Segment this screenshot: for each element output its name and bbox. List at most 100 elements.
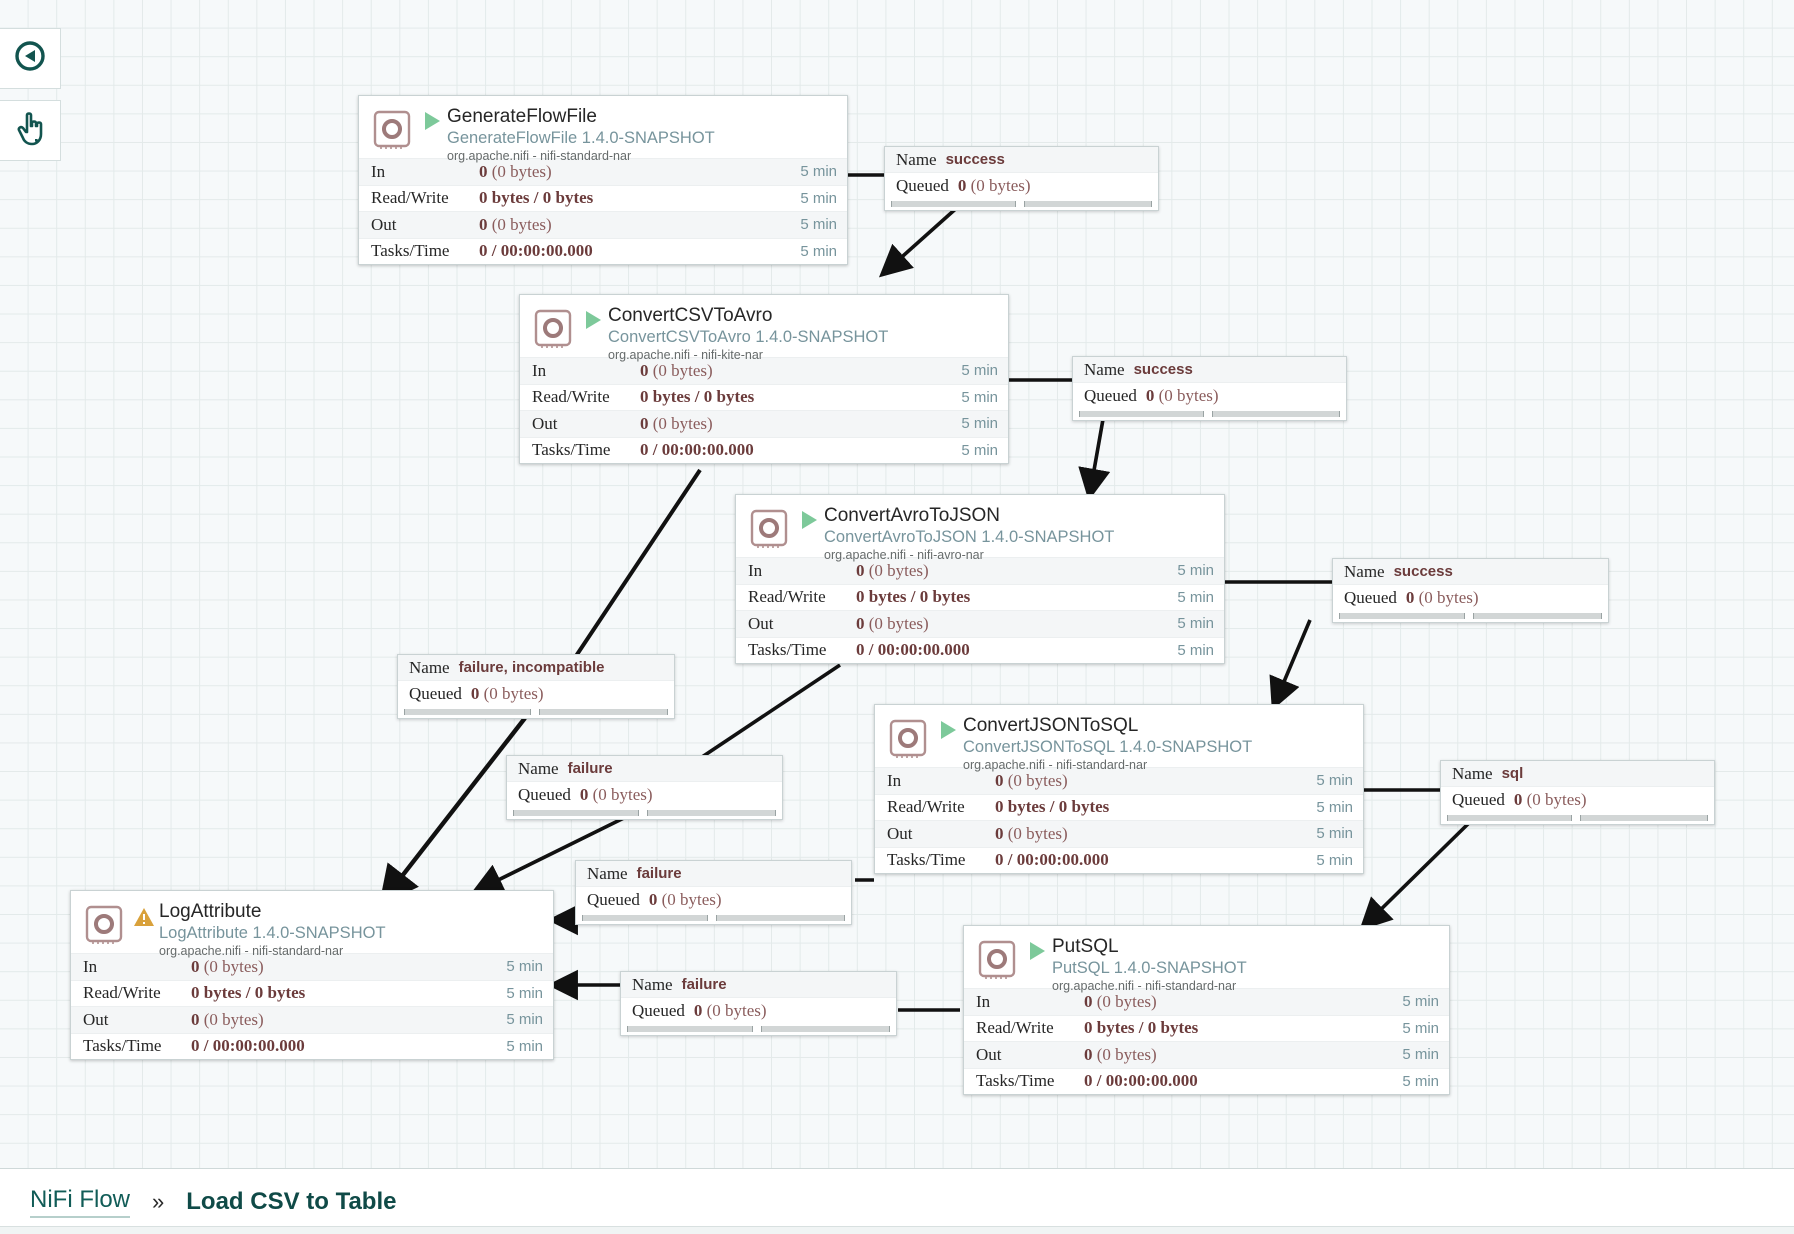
run-status-icon[interactable] xyxy=(131,901,157,932)
stat-row-readwrite: Read/Write 0 bytes / 0 bytes 5 min xyxy=(964,1014,1449,1041)
stat-value-readwrite: 0 bytes / 0 bytes xyxy=(640,387,755,407)
stat-label-in: In xyxy=(976,991,991,1011)
connection-name-label: Name xyxy=(518,758,559,778)
connection-queued-value: 0 (0 bytes) xyxy=(1145,386,1219,405)
connection-queued-value: 0 (0 bytes) xyxy=(470,684,544,703)
processor-convertjsontosql[interactable]: ConvertJSONToSQL ConvertJSONToSQL 1.4.0-… xyxy=(874,704,1364,874)
stat-row-in: In 0 (0 bytes) 5 min xyxy=(736,557,1224,584)
connection-queued-row: Queued 0 (0 bytes) xyxy=(1073,383,1346,409)
queue-bar-count xyxy=(627,1025,754,1032)
stat-value-taskstime: 0 / 00:00:00.000 xyxy=(995,850,1109,870)
run-status-icon[interactable] xyxy=(580,305,606,329)
queue-bar-size xyxy=(647,809,776,816)
processor-titles: ConvertCSVToAvro ConvertCSVToAvro 1.4.0-… xyxy=(608,305,888,364)
run-status-icon[interactable] xyxy=(1024,936,1050,960)
processor-header: PutSQL PutSQL 1.4.0-SNAPSHOT org.apache.… xyxy=(964,926,1449,993)
stat-value-in: 0 (0 bytes) xyxy=(191,956,264,976)
stat-label-readwrite: Read/Write xyxy=(976,1018,1054,1038)
stat-label-taskstime: Tasks/Time xyxy=(748,640,827,660)
stat-time-taskstime: 5 min xyxy=(800,242,837,260)
processor-icon xyxy=(532,307,574,349)
stat-label-out: Out xyxy=(371,214,397,234)
stat-row-readwrite: Read/Write 0 bytes / 0 bytes 5 min xyxy=(875,793,1363,820)
connection-name-value: success xyxy=(945,151,1005,168)
run-status-icon[interactable] xyxy=(935,715,961,739)
processor-type: PutSQL 1.4.0-SNAPSHOT xyxy=(1052,959,1247,977)
processor-generateflowfile[interactable]: GenerateFlowFile GenerateFlowFile 1.4.0-… xyxy=(358,95,848,265)
connection-queue-bars xyxy=(398,707,674,718)
processor-icon xyxy=(748,507,790,549)
stat-value-taskstime: 0 / 00:00:00.000 xyxy=(1084,1071,1198,1091)
connection-queued-row: Queued 0 (0 bytes) xyxy=(507,782,782,808)
stat-label-in: In xyxy=(887,770,902,790)
connection-queued-label: Queued xyxy=(632,1001,685,1020)
connection-label-failure-json[interactable]: Name failure Queued 0 (0 bytes) xyxy=(575,860,852,925)
processor-bundle: org.apache.nifi - nifi-avro-nar xyxy=(824,548,984,562)
stat-row-out: Out 0 (0 bytes) 5 min xyxy=(736,610,1224,637)
stat-time-out: 5 min xyxy=(1177,615,1214,633)
connection-queued-value: 0 (0 bytes) xyxy=(693,1001,767,1020)
stat-row-in: In 0 (0 bytes) 5 min xyxy=(71,953,553,980)
stat-label-readwrite: Read/Write xyxy=(371,188,449,208)
processor-convertavrotojson[interactable]: ConvertAvroToJSON ConvertAvroToJSON 1.4.… xyxy=(735,494,1225,664)
connection-label-sql[interactable]: Name sql Queued 0 (0 bytes) xyxy=(1440,760,1715,825)
stat-value-out: 0 (0 bytes) xyxy=(479,214,552,234)
connection-queued-label: Queued xyxy=(896,176,949,195)
stat-row-in: In 0 (0 bytes) 5 min xyxy=(875,767,1363,794)
connection-name-value: failure xyxy=(567,760,613,777)
connection-queue-bars xyxy=(576,913,851,924)
processor-bundle: org.apache.nifi - nifi-standard-nar xyxy=(1052,979,1237,993)
run-status-icon[interactable] xyxy=(796,505,822,529)
stat-value-readwrite: 0 bytes / 0 bytes xyxy=(995,797,1110,817)
processor-name: ConvertCSVToAvro xyxy=(608,305,773,326)
stat-time-in: 5 min xyxy=(1402,993,1439,1011)
stat-label-in: In xyxy=(748,560,763,580)
stat-value-in: 0 (0 bytes) xyxy=(640,360,713,380)
stat-label-taskstime: Tasks/Time xyxy=(532,440,611,460)
processor-name: GenerateFlowFile xyxy=(447,106,597,127)
connection-label-failure-incompatible[interactable]: Name failure, incompatible Queued 0 (0 b… xyxy=(397,654,675,719)
stat-label-out: Out xyxy=(976,1044,1002,1064)
stat-label-out: Out xyxy=(748,613,774,633)
stat-time-taskstime: 5 min xyxy=(961,441,998,459)
connection-queue-bars xyxy=(1073,409,1346,420)
processor-titles: PutSQL PutSQL 1.4.0-SNAPSHOT org.apache.… xyxy=(1052,936,1247,995)
play-icon xyxy=(1029,942,1045,960)
stat-value-in: 0 (0 bytes) xyxy=(995,770,1068,790)
processor-putsql[interactable]: PutSQL PutSQL 1.4.0-SNAPSHOT org.apache.… xyxy=(963,925,1450,1095)
stat-value-taskstime: 0 / 00:00:00.000 xyxy=(191,1036,305,1056)
processor-type: ConvertAvroToJSON 1.4.0-SNAPSHOT xyxy=(824,528,1115,546)
stat-time-taskstime: 5 min xyxy=(1177,641,1214,659)
processor-type: ConvertCSVToAvro 1.4.0-SNAPSHOT xyxy=(608,328,889,346)
connection-label-failure-putsql[interactable]: Name failure Queued 0 (0 bytes) xyxy=(620,971,897,1036)
queue-bar-count xyxy=(582,914,709,921)
processor-type: LogAttribute 1.4.0-SNAPSHOT xyxy=(159,924,386,942)
queue-bar-size xyxy=(1580,814,1708,821)
hand-tool-button[interactable] xyxy=(0,100,61,161)
stat-row-out: Out 0 (0 bytes) 5 min xyxy=(875,820,1363,847)
connection-name-value: failure xyxy=(636,865,682,882)
processor-bundle: org.apache.nifi - nifi-standard-nar xyxy=(159,944,344,958)
connection-queued-row: Queued 0 (0 bytes) xyxy=(1333,585,1608,611)
navigate-tool-button[interactable] xyxy=(0,28,61,89)
stat-value-out: 0 (0 bytes) xyxy=(1084,1044,1157,1064)
queue-bar-count xyxy=(513,809,640,816)
connection-name-label: Name xyxy=(1452,763,1493,783)
processor-logattribute[interactable]: LogAttribute LogAttribute 1.4.0-SNAPSHOT… xyxy=(70,890,554,1060)
stat-value-in: 0 (0 bytes) xyxy=(479,161,552,181)
connection-name-label: Name xyxy=(632,974,673,994)
connection-queued-label: Queued xyxy=(587,890,640,909)
run-status-icon[interactable] xyxy=(419,106,445,130)
connection-label-success-3[interactable]: Name success Queued 0 (0 bytes) xyxy=(1332,558,1609,623)
stat-label-in: In xyxy=(83,956,98,976)
breadcrumb-root-link[interactable]: NiFi Flow xyxy=(30,1186,130,1218)
stat-time-in: 5 min xyxy=(800,163,837,181)
connection-label-failure-avro[interactable]: Name failure Queued 0 (0 bytes) xyxy=(506,755,783,820)
connection-label-success-1[interactable]: Name success Queued 0 (0 bytes) xyxy=(884,146,1159,211)
processor-titles: GenerateFlowFile GenerateFlowFile 1.4.0-… xyxy=(447,106,715,165)
processor-type: GenerateFlowFile 1.4.0-SNAPSHOT xyxy=(447,129,715,147)
processor-convertcsvtoavro[interactable]: ConvertCSVToAvro ConvertCSVToAvro 1.4.0-… xyxy=(519,294,1009,464)
connection-label-success-2[interactable]: Name success Queued 0 (0 bytes) xyxy=(1072,356,1347,421)
stat-time-readwrite: 5 min xyxy=(961,388,998,406)
